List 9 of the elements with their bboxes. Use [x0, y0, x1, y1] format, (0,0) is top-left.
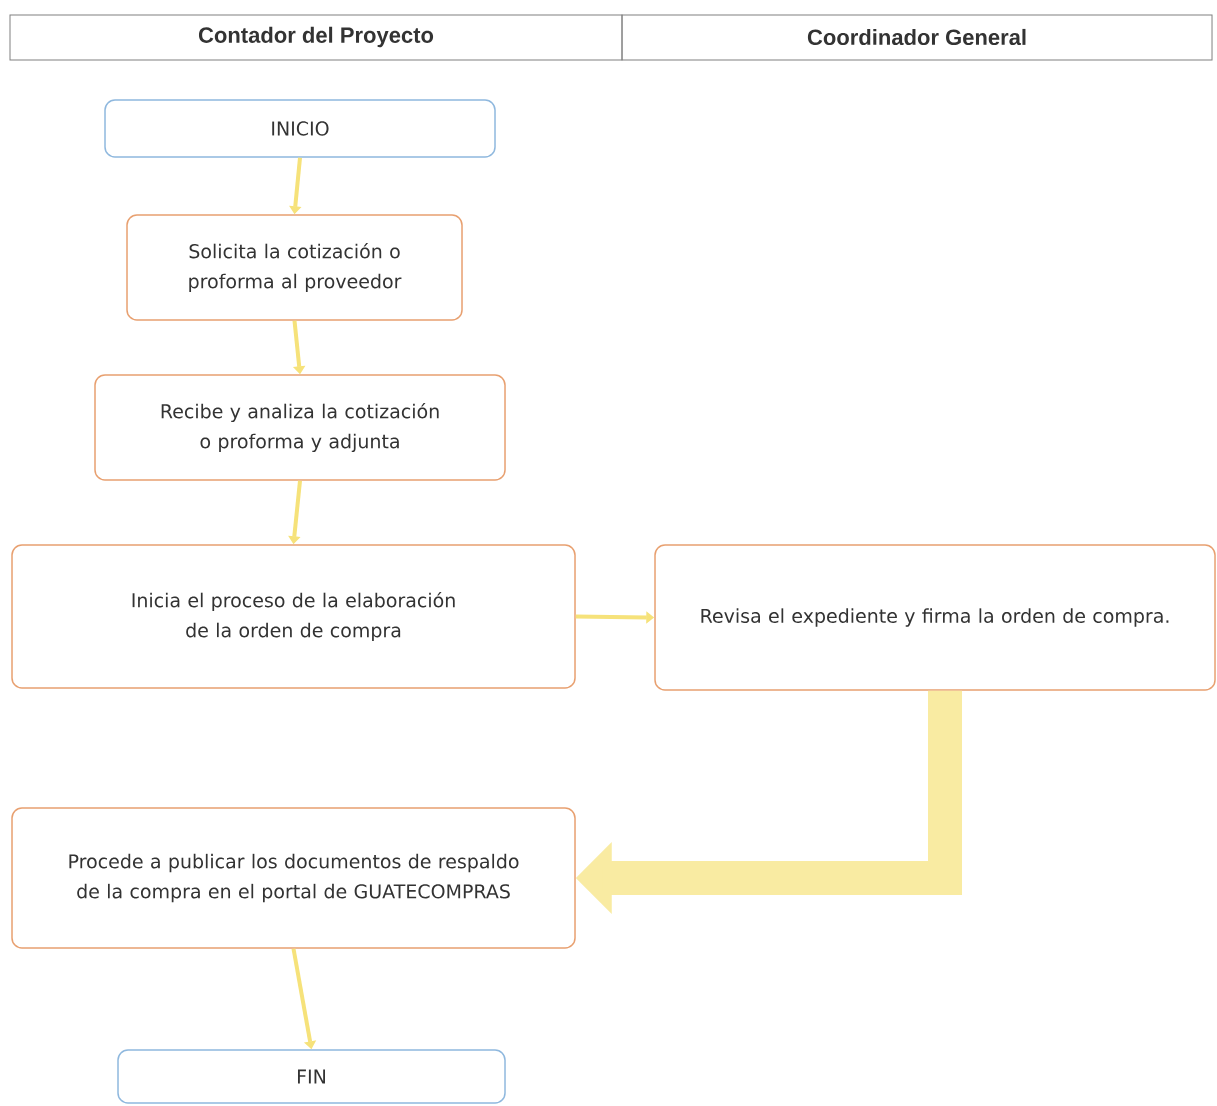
process-box: Recibe y analiza la cotización o proforma y adjunta [94, 374, 506, 481]
lane-title: Coordinador General [807, 28, 1026, 46]
process-box: Procede a publicar los documentos de respaldo de la compra en el portal de GUATECOMPRAS [11, 807, 576, 949]
process-box: Inicia el proceso de la elaboración de la orden de compra [11, 544, 576, 689]
process-box: Revisa el expediente y firma la orden de compra. [654, 544, 1216, 691]
process-box: INICIO [104, 99, 496, 158]
process-box: Solicita la cotización o proforma al proveedor [126, 214, 463, 321]
lane-title: Contador del Proyecto [198, 26, 434, 48]
process-box: FIN [117, 1049, 506, 1104]
